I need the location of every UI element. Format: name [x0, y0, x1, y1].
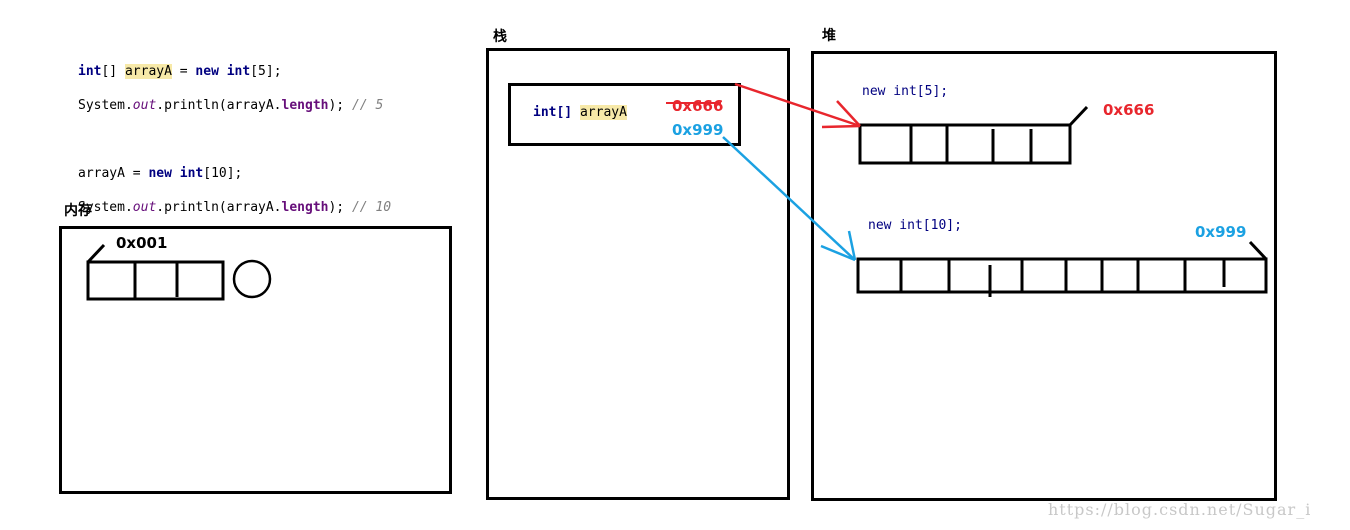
stack-box — [486, 48, 790, 500]
memory-title: 内存 — [64, 202, 92, 218]
stack-variable-box — [508, 83, 741, 146]
heap-title: 堆 — [822, 27, 836, 43]
watermark: https://blog.csdn.net/Sugar_i — [1048, 500, 1312, 519]
memory-array — [86, 243, 225, 301]
code-line-2: System.out.println(arrayA.length); // 5 — [78, 98, 384, 113]
memory-circle — [232, 259, 272, 299]
stack-variable-name: arrayA — [579, 105, 627, 120]
code-line-3: arrayA = new int[10]; — [78, 166, 243, 181]
heap-array-10 — [856, 240, 1268, 297]
heap-box — [811, 51, 1277, 501]
red-pointer-arrow — [734, 82, 861, 129]
code-snippet: int[] arrayA = new int[5]; System.out.pr… — [78, 46, 391, 233]
blue-pointer-arrow — [722, 136, 857, 262]
heap-array1-label: new int[5]; — [862, 84, 949, 99]
stack-variable-type: int[] — [533, 105, 573, 120]
heap-array-5 — [858, 105, 1089, 165]
memory-box — [59, 226, 452, 494]
heap-array2-address: 0x999 — [1195, 223, 1247, 241]
stack-variable: int[] arrayA — [533, 104, 627, 121]
memory-address: 0x001 — [116, 234, 168, 252]
heap-array2-label: new int[10]; — [868, 218, 962, 233]
code-line-1: int[] arrayA = new int[5]; — [78, 64, 282, 79]
stack-title: 栈 — [493, 28, 507, 44]
stack-new-address: 0x999 — [672, 121, 724, 139]
code-line-4: System.out.println(arrayA.length); // 10 — [78, 200, 392, 215]
heap-array1-address: 0x666 — [1103, 101, 1155, 119]
stack-old-address: 0x666 — [672, 97, 724, 115]
